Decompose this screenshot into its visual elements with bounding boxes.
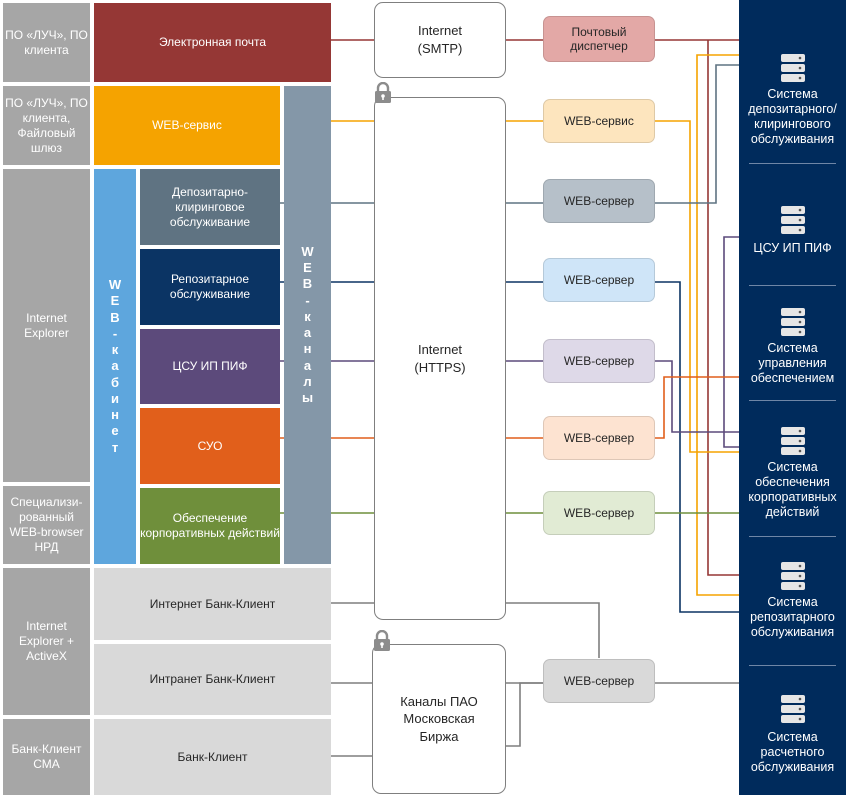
web-service-node: WEB-сервис	[543, 99, 655, 143]
padlock-icon	[375, 82, 391, 103]
web-server-depo: WEB-сервер	[543, 179, 655, 223]
separator	[749, 285, 836, 286]
network-smtp: Internet (SMTP)	[374, 2, 506, 78]
client-bank-client-sma: Банк-Клиент СМА	[3, 719, 90, 795]
system-corp-actions: Система обеспечения корпоративных действ…	[739, 412, 846, 534]
client-luch-gateway: ПО «ЛУЧ», ПО клиента, Файловый шлюз	[3, 86, 90, 165]
web-server-corp-actions: WEB-сервер	[543, 491, 655, 535]
service-bank-client: Банк-Клиент	[94, 719, 331, 795]
server-icon	[780, 561, 805, 590]
system-csu: ЦСУ ИП ПИФ	[739, 180, 846, 280]
system-depo-clearing: Система депозитарного/ клирингового обсл…	[739, 38, 846, 162]
server-icon	[780, 307, 805, 336]
system-collateral: Система управления обеспечением	[739, 296, 846, 396]
server-icon	[780, 54, 805, 82]
server-icon	[780, 427, 805, 455]
web-server-bank-client: WEB-сервер	[543, 659, 655, 703]
web-channels-band: W E B - к а н а л ы	[284, 86, 331, 564]
mail-dispatcher: Почтовый диспетчер	[543, 16, 655, 62]
systems-panel: Система депозитарного/ клирингового обсл…	[739, 0, 846, 795]
service-repository: Репозитарное обслуживание	[140, 249, 280, 325]
separator	[749, 163, 836, 164]
client-luch: ПО «ЛУЧ», ПО клиента	[3, 3, 90, 82]
client-ie-activex: Internet Explorer + ActiveX	[3, 568, 90, 715]
service-intranet-bank-client: Интранет Банк-Клиент	[94, 644, 331, 715]
separator	[749, 400, 836, 401]
service-email: Электронная почта	[94, 3, 331, 82]
service-depo-clearing: Депозитарно-клиринговое обслуживание	[140, 169, 280, 245]
service-web-service: WEB-сервис	[94, 86, 280, 165]
web-server-repository: WEB-сервер	[543, 258, 655, 302]
service-internet-bank-client: Интернет Банк-Клиент	[94, 568, 331, 640]
web-server-csu: WEB-сервер	[543, 339, 655, 383]
client-special-browser: Специализи-рованный WEB-browser НРД	[3, 486, 90, 564]
system-settlement: Система расчетного обслуживания	[739, 684, 846, 784]
system-repository: Система репозитарного обслуживания	[739, 550, 846, 650]
network-moex-channels: Каналы ПАО Московская Биржа	[372, 644, 506, 794]
separator	[749, 536, 836, 537]
server-icon	[780, 694, 805, 723]
service-csu: ЦСУ ИП ПИФ	[140, 329, 280, 404]
server-icon	[780, 205, 805, 234]
client-internet-explorer: Internet Explorer	[3, 169, 90, 482]
web-server-suo: WEB-сервер	[543, 416, 655, 460]
service-corp-actions: Обеспечение корпоративных действий	[140, 488, 280, 564]
web-cabinet-band: W E B - к а б и н е т	[94, 169, 136, 564]
separator	[749, 665, 836, 666]
network-https: Internet (HTTPS)	[374, 97, 506, 620]
padlock-icon	[374, 630, 390, 651]
service-suo: СУО	[140, 408, 280, 484]
